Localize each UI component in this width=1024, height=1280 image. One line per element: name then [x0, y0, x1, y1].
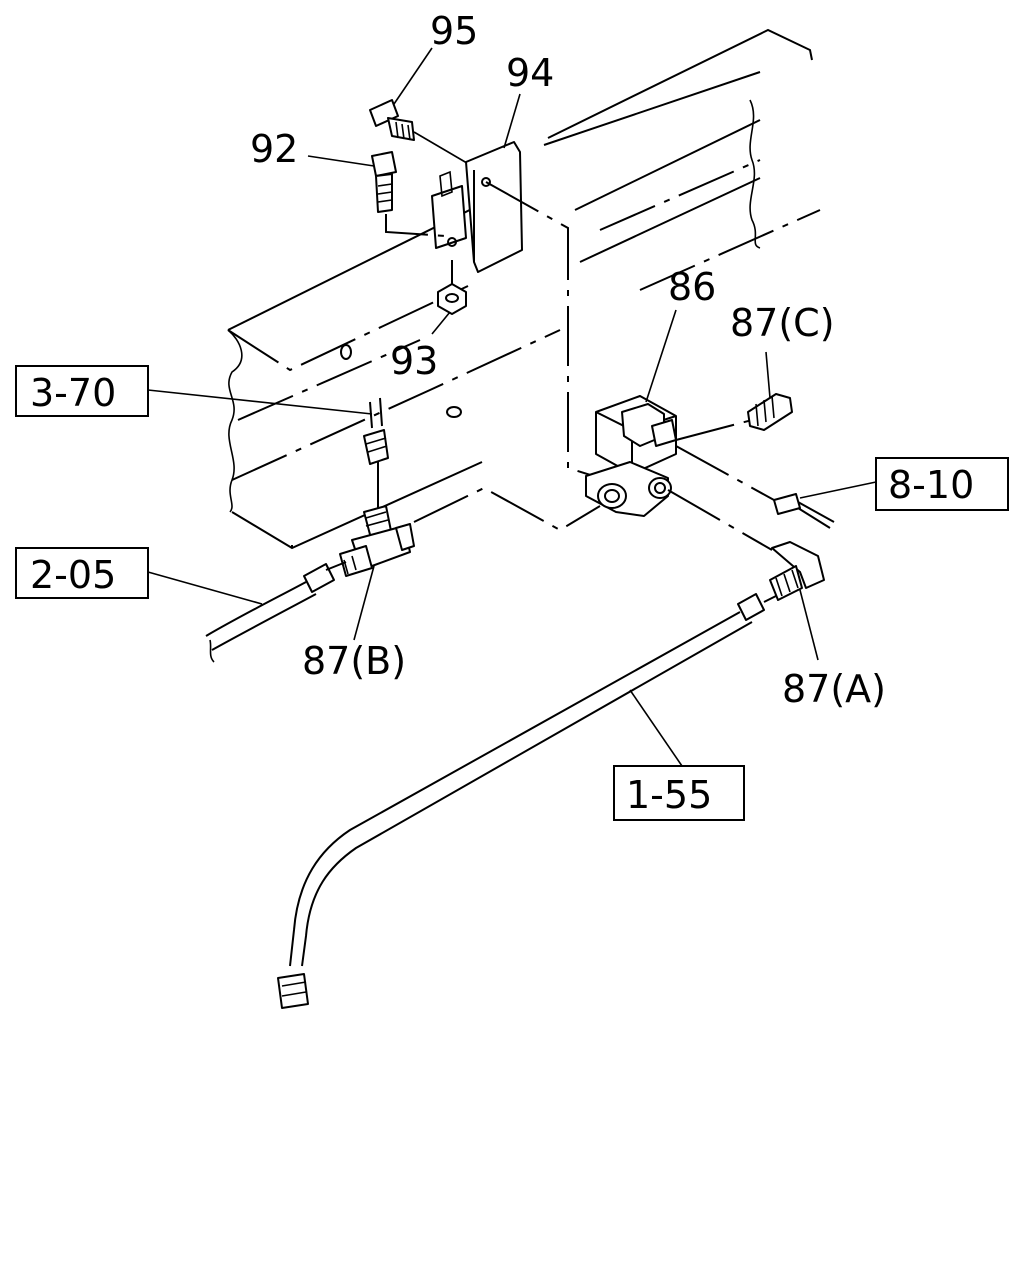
frame-rail [227, 28, 821, 550]
leader-lines [147, 47, 877, 767]
callout-95: 95 [430, 9, 478, 53]
ref-box-1-55[interactable]: 1-55 [613, 765, 745, 821]
bolt-92 [371, 151, 447, 237]
nut-93 [437, 260, 467, 315]
callout-87a: 87(A) [782, 667, 886, 711]
callout-94: 94 [506, 51, 554, 95]
callout-86: 86 [668, 265, 716, 309]
bolt-95 [369, 99, 473, 167]
tee-fitting-87b [339, 460, 601, 577]
callout-87b: 87(B) [302, 639, 406, 683]
callout-93: 93 [390, 339, 438, 383]
connector-8-10 [675, 445, 835, 529]
callout-87c: 87(C) [730, 301, 835, 345]
callout-92: 92 [250, 127, 298, 171]
ref-box-8-10[interactable]: 8-10 [875, 457, 1009, 511]
bracket-94 [431, 141, 523, 273]
hose-1-55 [277, 593, 777, 1009]
ref-label-8-10: 8-10 [888, 463, 974, 507]
plug-87c [675, 393, 793, 441]
bracket-valve-line [485, 181, 601, 479]
solenoid-valve-86 [585, 395, 677, 517]
ref-label-1-55: 1-55 [626, 773, 712, 817]
ref-label-3-70: 3-70 [30, 371, 116, 415]
hose-2-05 [205, 561, 347, 663]
elbow-87a [667, 489, 825, 601]
ref-label-2-05: 2-05 [30, 553, 116, 597]
ref-box-2-05[interactable]: 2-05 [15, 547, 149, 599]
hose-end-3-70 [363, 397, 389, 465]
ref-box-3-70[interactable]: 3-70 [15, 365, 149, 417]
